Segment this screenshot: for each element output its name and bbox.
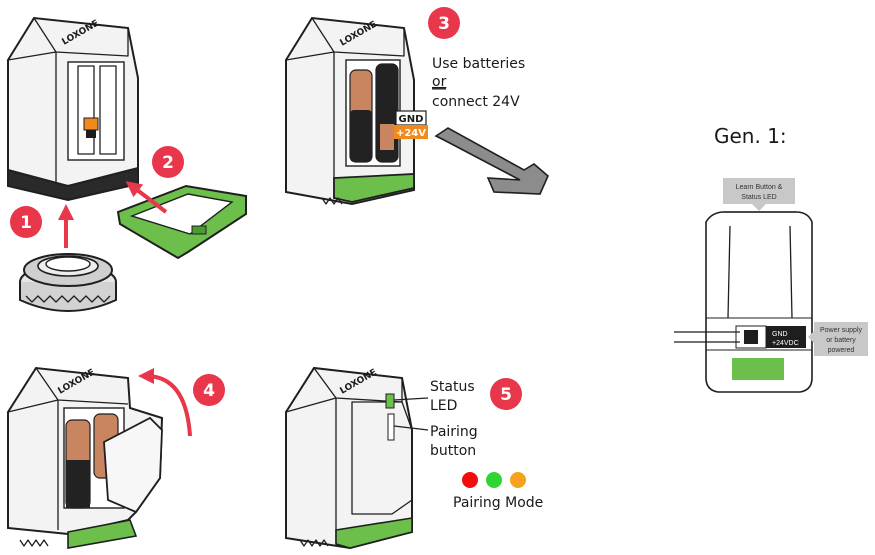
gen1-device	[705, 211, 813, 393]
svg-text:1: 1	[20, 213, 32, 233]
pairing-mode-label: Pairing Mode	[453, 495, 543, 511]
svg-text:Power supply: Power supply	[820, 327, 863, 334]
device-step4: LOXONE	[7, 366, 164, 549]
rotary-ring	[19, 253, 117, 312]
step-badge-4: 4	[193, 374, 225, 406]
terminal-labels-step3: GND +24V	[394, 110, 428, 139]
svg-text:Status LED: Status LED	[741, 194, 776, 201]
svg-text:4: 4	[203, 381, 215, 401]
step-badge-2: 2	[152, 146, 184, 178]
arrow-step4	[138, 368, 192, 437]
arrow-step2	[125, 181, 168, 214]
gen1-terminal-block: GND +24VDC	[766, 326, 806, 348]
device-step5: LOXONE	[285, 366, 413, 550]
device-step1: LOXONE	[7, 16, 139, 312]
pairing-led-indicators	[462, 472, 526, 488]
device-step3: LOXONE	[285, 16, 415, 206]
led-red	[462, 472, 478, 488]
gen1-terminal-24v: +24VDC	[772, 340, 799, 347]
svg-text:5: 5	[500, 385, 512, 405]
status-label-2: LED	[430, 398, 457, 414]
step3-line1: Use batteries	[432, 56, 525, 72]
led-green	[486, 472, 502, 488]
svg-text:2: 2	[162, 153, 174, 173]
terminal-gnd: GND	[399, 114, 424, 125]
pairing-label-2: button	[430, 443, 476, 459]
gen1-callout-right: Power supply or battery powered	[808, 322, 868, 356]
pairing-label-1: Pairing	[430, 424, 478, 440]
terminal-24v: +24V	[396, 128, 426, 139]
gen1-title: Gen. 1:	[714, 124, 787, 148]
step3-line3: connect 24V	[432, 94, 520, 110]
gen1-terminal-gnd: GND	[772, 331, 788, 338]
svg-text:powered: powered	[828, 347, 855, 354]
step3-line2: or	[432, 74, 447, 90]
pairing-button	[387, 413, 395, 441]
svg-text:3: 3	[438, 14, 450, 34]
step-badge-5: 5	[490, 378, 522, 410]
gen1-callout-top: Learn Button & Status LED	[723, 178, 795, 211]
status-label-1: Status	[430, 379, 475, 395]
status-led	[385, 393, 395, 409]
battery-tray-green	[116, 184, 247, 260]
step-badge-1: 1	[10, 206, 42, 238]
svg-text:Learn Button &: Learn Button &	[736, 184, 783, 191]
opening-tool	[434, 127, 549, 195]
svg-text:or battery: or battery	[826, 337, 856, 344]
step-badge-3: 3	[428, 7, 460, 39]
led-orange	[510, 472, 526, 488]
